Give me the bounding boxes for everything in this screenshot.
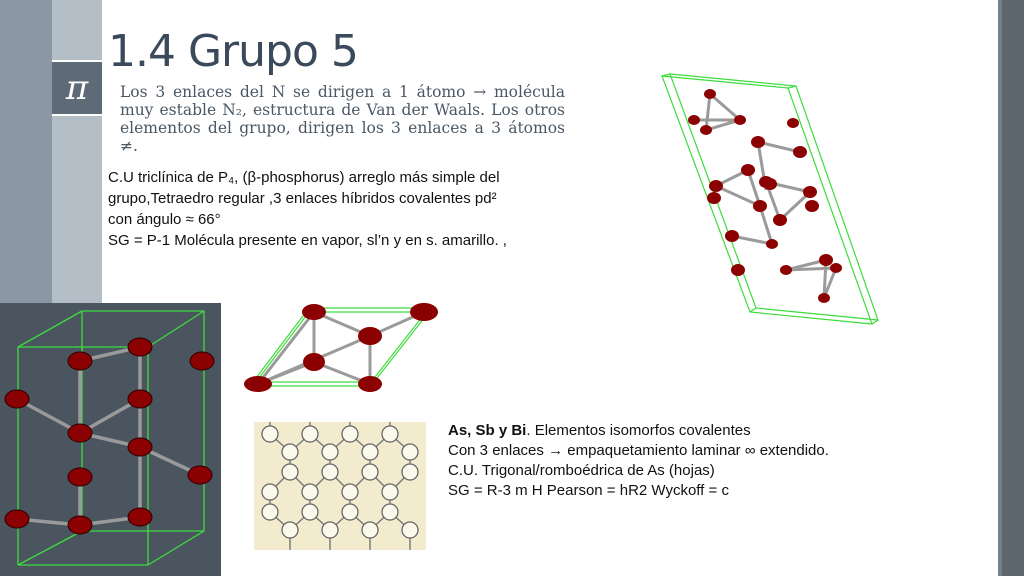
atom-node	[321, 463, 339, 481]
atom-node	[281, 443, 299, 461]
rhombohedral-layer-figure	[244, 303, 438, 392]
hexagonal-cell-figure	[4, 310, 215, 566]
atom-node	[401, 443, 419, 461]
atom	[4, 509, 30, 529]
atom	[805, 200, 819, 212]
pi-icon: π	[52, 60, 102, 116]
isomorph-line: Con 3 enlaces → empaquetamiento laminar …	[448, 442, 829, 459]
atom-node	[321, 443, 339, 461]
atom	[803, 186, 817, 198]
atom	[302, 304, 326, 320]
isomorph-line: As, Sb y Bi. Elementos isomorfos covalen…	[448, 421, 968, 441]
atom	[707, 192, 721, 204]
atom-node	[281, 463, 299, 481]
atom	[763, 178, 777, 190]
atom	[189, 351, 215, 371]
atom-node	[381, 503, 399, 521]
slide-title: 1.4 Grupo 5	[108, 26, 359, 77]
cell-line: con ángulo ≈ 66°	[108, 211, 221, 228]
atom	[67, 515, 93, 535]
isomorph-line: C.U. Trigonal/romboédrica de As (hojas)	[448, 462, 715, 479]
intro-line: Los 3 enlaces del N se dirigen a 1 átomo…	[120, 83, 565, 101]
cell-edge	[661, 75, 873, 325]
atom	[127, 337, 153, 357]
atom	[773, 214, 787, 226]
cell-line: C.U triclínica de P₄, (β-phosphorus) arr…	[108, 169, 500, 186]
atom-node	[401, 463, 419, 481]
atom	[725, 230, 739, 242]
atom-node	[261, 503, 279, 521]
isomorph-elements: As, Sb y Bi	[448, 422, 527, 439]
intro-line: ≠.	[120, 137, 138, 155]
atom	[741, 164, 755, 176]
atom	[753, 200, 767, 212]
atom-node	[341, 503, 359, 521]
atom-node	[401, 521, 419, 539]
atom	[704, 89, 716, 99]
atom	[303, 353, 325, 371]
atom	[244, 376, 272, 392]
atom	[787, 118, 799, 128]
atom-node	[261, 425, 279, 443]
unit-cell-description: C.U triclínica de P₄, (β-phosphorus) arr…	[108, 167, 608, 251]
cell-line: grupo,Tetraedro regular ,3 enlaces híbri…	[108, 190, 497, 207]
atom	[410, 303, 438, 321]
atom	[67, 423, 93, 443]
atom	[766, 239, 778, 249]
atom	[819, 254, 833, 266]
isomorph-line-rest: . Elementos isomorfos covalentes	[526, 422, 751, 439]
atom	[734, 115, 746, 125]
atom	[688, 115, 700, 125]
atom	[4, 389, 30, 409]
atom-node	[381, 483, 399, 501]
atom-node	[261, 483, 279, 501]
atom	[751, 136, 765, 148]
atom-node	[301, 425, 319, 443]
atom-node	[341, 425, 359, 443]
atom	[127, 437, 153, 457]
atom	[700, 125, 712, 135]
atom	[187, 465, 213, 485]
intro-line: muy estable N₂, estructura de Van der Wa…	[120, 101, 565, 119]
atom	[780, 265, 792, 275]
decorative-band-right-inner	[998, 0, 1002, 576]
atom-node	[361, 521, 379, 539]
atom	[358, 327, 382, 345]
atom	[830, 263, 842, 273]
atom	[731, 264, 745, 276]
triclinic-cell-figure	[661, 73, 879, 325]
atom-node	[301, 483, 319, 501]
atom	[358, 376, 382, 392]
atom	[67, 467, 93, 487]
atom-node	[341, 483, 359, 501]
atom-node	[301, 503, 319, 521]
atom	[127, 507, 153, 527]
atom-node	[361, 443, 379, 461]
atom-node	[281, 521, 299, 539]
atom-node	[381, 425, 399, 443]
cell-line: SG = P-1 Molécula presente en vapor, sl’…	[108, 232, 507, 249]
cell-edge	[669, 73, 879, 321]
atom	[793, 146, 807, 158]
hexagonal-sheet-figure	[261, 422, 419, 550]
atom-node	[361, 463, 379, 481]
atom	[709, 180, 723, 192]
isomorph-line: SG = R-3 m H Pearson = hR2 Wyckoff = c	[448, 482, 729, 499]
atom	[67, 351, 93, 371]
atom	[818, 293, 830, 303]
intro-line: elementos del grupo, dirigen los 3 enlac…	[120, 119, 565, 137]
atom	[127, 389, 153, 409]
atom-node	[321, 521, 339, 539]
decorative-band-right	[998, 0, 1024, 576]
intro-paragraph: Los 3 enlaces del N se dirigen a 1 átomo…	[120, 83, 565, 155]
isomorph-description: As, Sb y Bi. Elementos isomorfos covalen…	[448, 421, 968, 501]
